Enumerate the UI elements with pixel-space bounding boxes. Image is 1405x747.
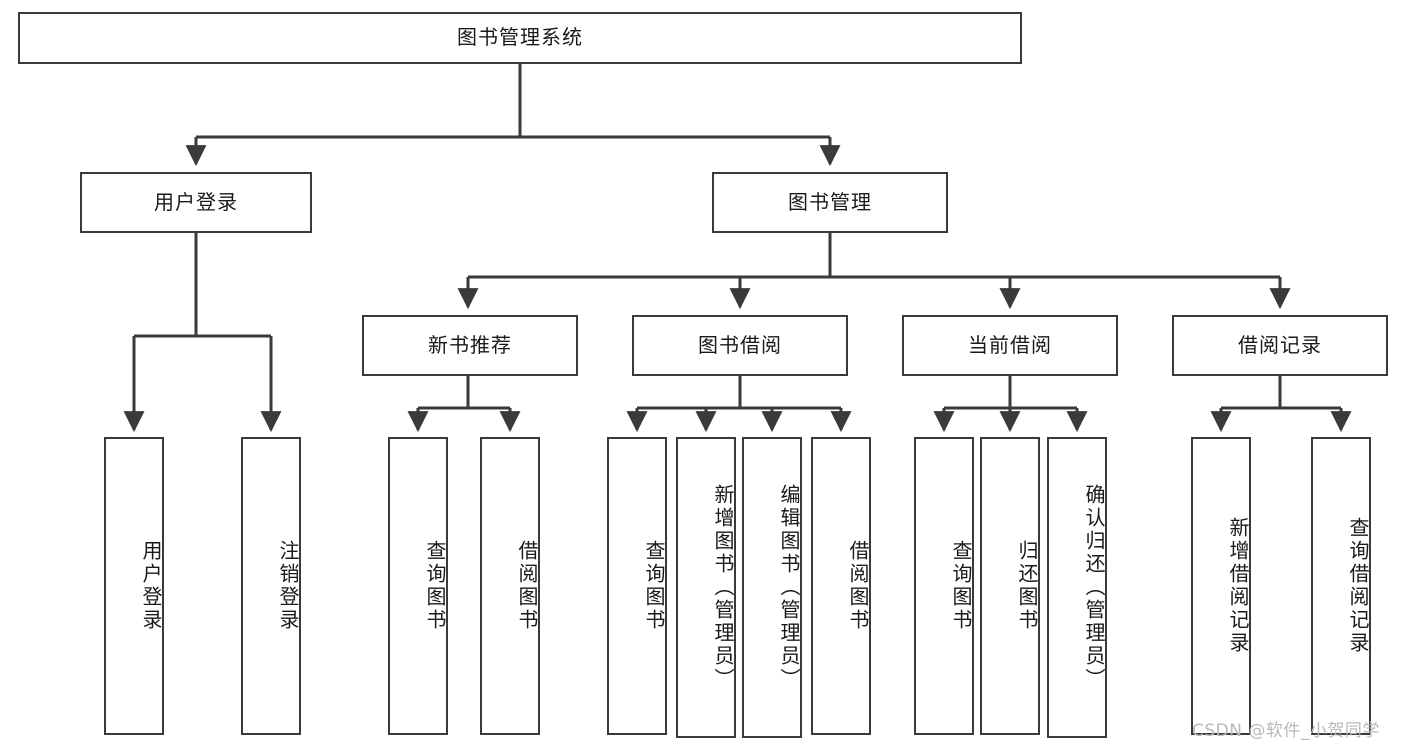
node-user-login[interactable]: 用户登录: [80, 172, 312, 233]
leaf-book-borrow-query[interactable]: 查询图书: [607, 437, 667, 735]
node-new-book-recommend[interactable]: 新书推荐: [362, 315, 578, 376]
node-book-management-label: 图书管理: [788, 189, 872, 214]
leaf-new-book-borrow[interactable]: 借阅图书: [480, 437, 540, 735]
leaf-borrow-record-query-label: 查询借阅记录: [1346, 517, 1370, 655]
leaf-book-borrow-edit-label: 编辑图书（管理员）: [777, 484, 801, 691]
node-current-borrow-label: 当前借阅: [968, 332, 1052, 357]
leaf-new-book-query[interactable]: 查询图书: [388, 437, 448, 735]
leaf-new-book-query-label: 查询图书: [423, 540, 447, 632]
leaf-user-login-login[interactable]: 用户登录: [104, 437, 164, 735]
node-user-login-label: 用户登录: [154, 189, 238, 214]
leaf-borrow-record-query[interactable]: 查询借阅记录: [1311, 437, 1371, 735]
node-root-system-label: 图书管理系统: [457, 25, 583, 50]
leaf-current-borrow-return-label: 归还图书: [1015, 540, 1039, 632]
leaf-current-borrow-return[interactable]: 归还图书: [980, 437, 1040, 735]
leaf-user-login-logout-label: 注销登录: [276, 540, 300, 632]
leaf-book-borrow-add-label: 新增图书（管理员）: [711, 484, 735, 691]
leaf-borrow-record-add-label: 新增借阅记录: [1226, 517, 1250, 655]
leaf-user-login-login-label: 用户登录: [139, 540, 163, 632]
node-book-borrow-label: 图书借阅: [698, 332, 782, 357]
leaf-book-borrow-edit[interactable]: 编辑图书（管理员）: [742, 437, 802, 738]
node-root-system[interactable]: 图书管理系统: [18, 12, 1022, 64]
leaf-user-login-logout[interactable]: 注销登录: [241, 437, 301, 735]
leaf-new-book-borrow-label: 借阅图书: [515, 540, 539, 632]
node-new-book-recommend-label: 新书推荐: [428, 332, 512, 357]
leaf-current-borrow-query-label: 查询图书: [949, 540, 973, 632]
leaf-current-borrow-confirm-return[interactable]: 确认归还（管理员）: [1047, 437, 1107, 738]
node-book-management[interactable]: 图书管理: [712, 172, 948, 233]
leaf-borrow-record-add[interactable]: 新增借阅记录: [1191, 437, 1251, 735]
node-borrow-record[interactable]: 借阅记录: [1172, 315, 1388, 376]
node-book-borrow[interactable]: 图书借阅: [632, 315, 848, 376]
node-borrow-record-label: 借阅记录: [1238, 332, 1322, 357]
leaf-book-borrow-query-label: 查询图书: [642, 540, 666, 632]
leaf-current-borrow-confirm-return-label: 确认归还（管理员）: [1082, 484, 1106, 691]
csdn-watermark: CSDN @软件_小贺同学: [1192, 721, 1380, 741]
leaf-current-borrow-query[interactable]: 查询图书: [914, 437, 974, 735]
leaf-book-borrow-borrow-label: 借阅图书: [846, 540, 870, 632]
leaf-book-borrow-borrow[interactable]: 借阅图书: [811, 437, 871, 735]
leaf-book-borrow-add[interactable]: 新增图书（管理员）: [676, 437, 736, 738]
node-current-borrow[interactable]: 当前借阅: [902, 315, 1118, 376]
